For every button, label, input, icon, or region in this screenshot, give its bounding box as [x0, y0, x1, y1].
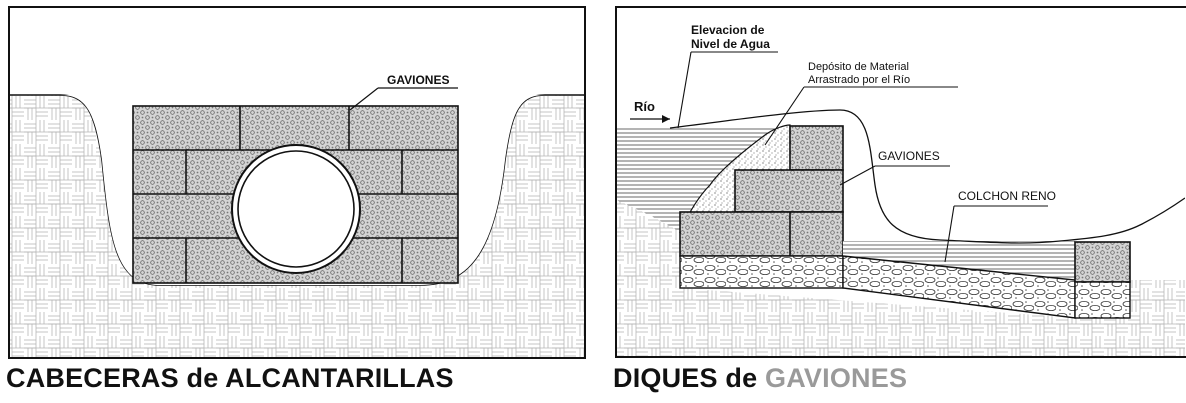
culvert-pipe: [231, 144, 361, 274]
label-deposito-line1: Depósito de Material: [808, 61, 909, 73]
right-panel: Río Elevacion de Nivel de Agua Depósito …: [616, 23, 1185, 357]
right-soil: [616, 232, 1185, 357]
left-panel: GAVIONES: [9, 73, 585, 358]
caption-diques-part2: GAVIONES: [765, 363, 908, 393]
left-label-gaviones: GAVIONES: [387, 73, 449, 87]
left-gaviones-leader: [349, 87, 379, 111]
caption-cabeceras: CABECERAS de ALCANTARILLAS: [6, 363, 454, 393]
label-deposito-line2: Arrastrado por el Río: [808, 74, 910, 86]
downstream-water: [843, 241, 1075, 280]
gaviones-leader: [839, 165, 876, 186]
caption-diques-part1: DIQUES de: [613, 363, 766, 393]
colchon-leader: [944, 205, 955, 263]
right-panel-frame: [615, 6, 1186, 358]
label-elevacion-line1: Elevacion de: [691, 23, 765, 37]
flood-level-line: [669, 109, 1185, 244]
right-gabion-dam: [679, 125, 844, 257]
deposito-leader: [764, 86, 805, 146]
left-panel-frame: [8, 6, 586, 359]
left-soil: [9, 95, 585, 358]
end-sill-gabion: [1074, 241, 1131, 283]
caption-diques: DIQUES de GAVIONES: [613, 363, 907, 394]
dam-foundation-mattress: [679, 255, 844, 289]
label-colchon-reno: COLCHON RENO: [958, 189, 1056, 203]
label-rio: Río: [634, 99, 655, 114]
label-elevacion-line2: Nivel de Agua: [691, 37, 770, 51]
right-label-gaviones: GAVIONES: [878, 149, 940, 163]
elevacion-leader: [677, 51, 692, 129]
